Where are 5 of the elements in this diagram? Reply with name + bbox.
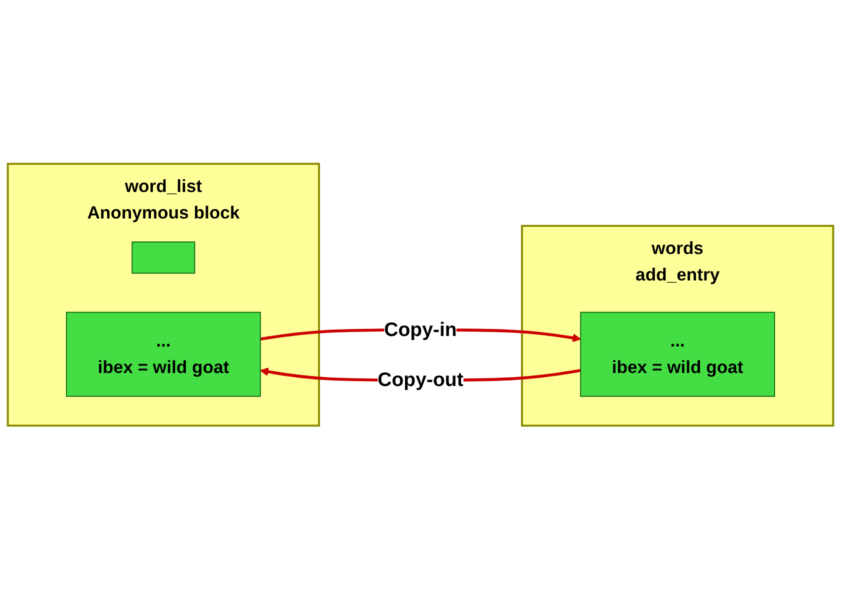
node-box: ... ibex = wild goat	[66, 312, 261, 398]
edge-label: Copy-in	[384, 319, 457, 341]
node-box	[132, 242, 196, 274]
edge-label: Copy-out	[378, 370, 464, 392]
node-box: ... ibex = wild goat	[580, 312, 776, 398]
